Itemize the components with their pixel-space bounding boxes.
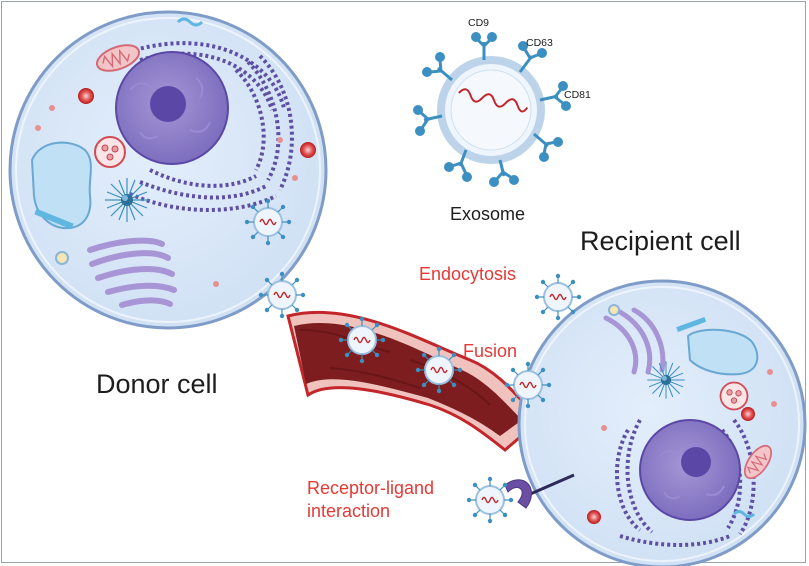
recipient-filament [676, 316, 707, 332]
exosome-illustration [413, 32, 571, 187]
exosome-markers [413, 32, 571, 187]
donor-lysosome [94, 136, 126, 168]
fusion-exosome [504, 361, 552, 409]
donor-golgi [87, 237, 177, 308]
exosome-rna [458, 88, 529, 113]
label-interaction: interaction [307, 501, 390, 521]
recipient-lysosome [719, 381, 749, 411]
label-cd63: CD63 [526, 37, 553, 49]
donor-granule [277, 137, 283, 143]
label-cd9: CD9 [468, 17, 489, 29]
donor-nucleus [115, 51, 229, 165]
circulating-exosome [415, 346, 463, 394]
recipient-nucleus [639, 419, 741, 521]
endocytosis-exosome [534, 273, 582, 321]
donor-filament [34, 208, 74, 230]
recipient-vesicle [741, 407, 755, 421]
donor-granule [35, 125, 41, 131]
donor-vacuole [30, 141, 92, 230]
donor-peroxisome [55, 251, 69, 265]
donor-microtubule [176, 17, 204, 27]
label-fusion: Fusion [463, 341, 517, 361]
recipient-granule [601, 425, 607, 431]
recipient-vesicle [587, 510, 601, 524]
label-donor-cell: Donor cell [96, 369, 218, 399]
recipient-vacuole [686, 328, 759, 376]
donor-vesicle [300, 142, 316, 158]
donor-granule [292, 175, 298, 181]
recipient-golgi [603, 307, 666, 375]
blood-vessel [286, 310, 543, 452]
recipient-granule [767, 369, 773, 375]
receptor-ligand [466, 473, 575, 524]
recipient-granule [771, 401, 777, 407]
donor-centrosome [104, 177, 150, 223]
donor-cell [8, 10, 328, 330]
donor-internal-exosome [244, 198, 292, 246]
label-cd81: CD81 [564, 89, 591, 101]
exosome-release [258, 271, 306, 319]
label-receptor-ligand: Receptor-ligand [307, 478, 434, 498]
recipient-microtubule [732, 510, 756, 518]
label-exosome: Exosome [450, 204, 525, 224]
recipient-centrosome [646, 360, 686, 400]
recipient-peroxisome [608, 304, 620, 316]
recipient-cell [517, 279, 807, 566]
circulating-exosome [338, 316, 386, 364]
donor-granule [49, 105, 55, 111]
donor-granule [213, 281, 219, 287]
label-endocytosis: Endocytosis [419, 264, 516, 284]
label-recipient-cell: Recipient cell [580, 226, 741, 256]
donor-vesicle [78, 88, 94, 104]
